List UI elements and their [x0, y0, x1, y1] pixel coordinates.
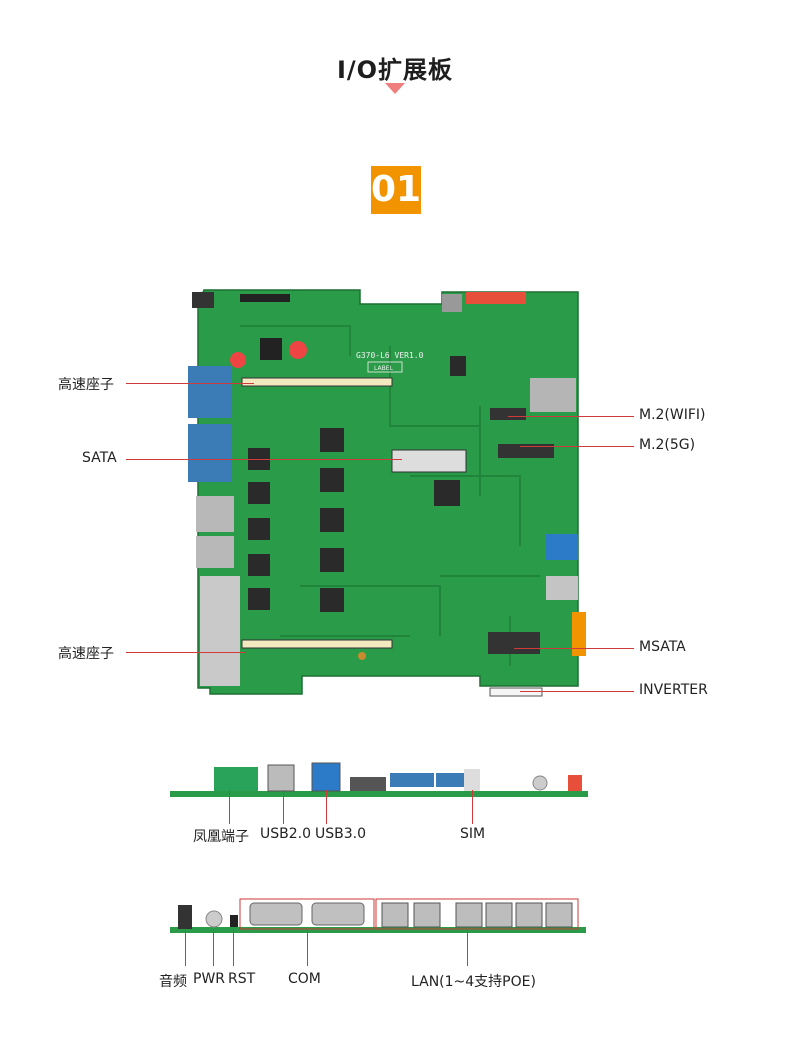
- side1-label-usb2: USB2.0: [260, 826, 312, 842]
- callout-line-sata: [126, 459, 402, 460]
- callout-line-inverter: [520, 691, 634, 692]
- side1-label-phoenix-terminal: 凤凰端子: [193, 829, 249, 845]
- callout-line-m2-5g: [520, 446, 634, 447]
- silk-model-text: G370-L6 VER1.0: [356, 351, 424, 360]
- callout-line-msata: [514, 648, 634, 649]
- side1-line-phoenix: [229, 790, 230, 824]
- side2-label-lan: LAN(1~4支持POE): [411, 974, 536, 990]
- callout-line-m2-wifi: [508, 416, 634, 417]
- side2-label-rst: RST: [228, 971, 256, 987]
- side2-label-pwr: PWR: [193, 971, 226, 987]
- side1-label-usb3: USB3.0: [315, 826, 367, 842]
- board-side-view-1: [170, 762, 588, 797]
- callout-label-high-speed-connector-top: 高速座子: [58, 377, 114, 393]
- callout-label-m2-5g: M.2(5G): [639, 437, 696, 453]
- callout-label-sata: SATA: [82, 450, 117, 466]
- callout-label-msata: MSATA: [639, 639, 686, 655]
- side2-label-audio: 音频: [159, 974, 187, 990]
- callout-line-high-speed-connector-top: [126, 383, 254, 384]
- title-caret-icon: [385, 83, 405, 94]
- side1-line-usb2: [283, 790, 284, 824]
- callout-line-high-speed-connector-bottom: [126, 652, 246, 653]
- side2-line-audio: [185, 930, 186, 966]
- side2-line-rst: [233, 930, 234, 966]
- section-title: I/O扩展板: [336, 56, 454, 84]
- side2-label-com: COM: [288, 971, 321, 987]
- side2-line-pwr: [213, 930, 214, 966]
- callout-label-m2-wifi: M.2(WIFI): [639, 407, 706, 423]
- side1-line-sim: [472, 790, 473, 824]
- board-top-view: G370-L6 VER1.0 LABEL: [188, 289, 586, 697]
- silk-label-text: LABEL: [374, 365, 393, 372]
- side1-line-usb3: [326, 790, 327, 824]
- side1-label-sim: SIM: [460, 826, 486, 842]
- board-side-view-2: [170, 898, 586, 933]
- side2-line-lan: [467, 930, 468, 966]
- callout-label-high-speed-connector-bottom: 高速座子: [58, 646, 114, 662]
- callout-label-inverter: INVERTER: [639, 682, 708, 698]
- side2-line-com: [307, 930, 308, 966]
- section-number-badge: 01: [371, 166, 421, 214]
